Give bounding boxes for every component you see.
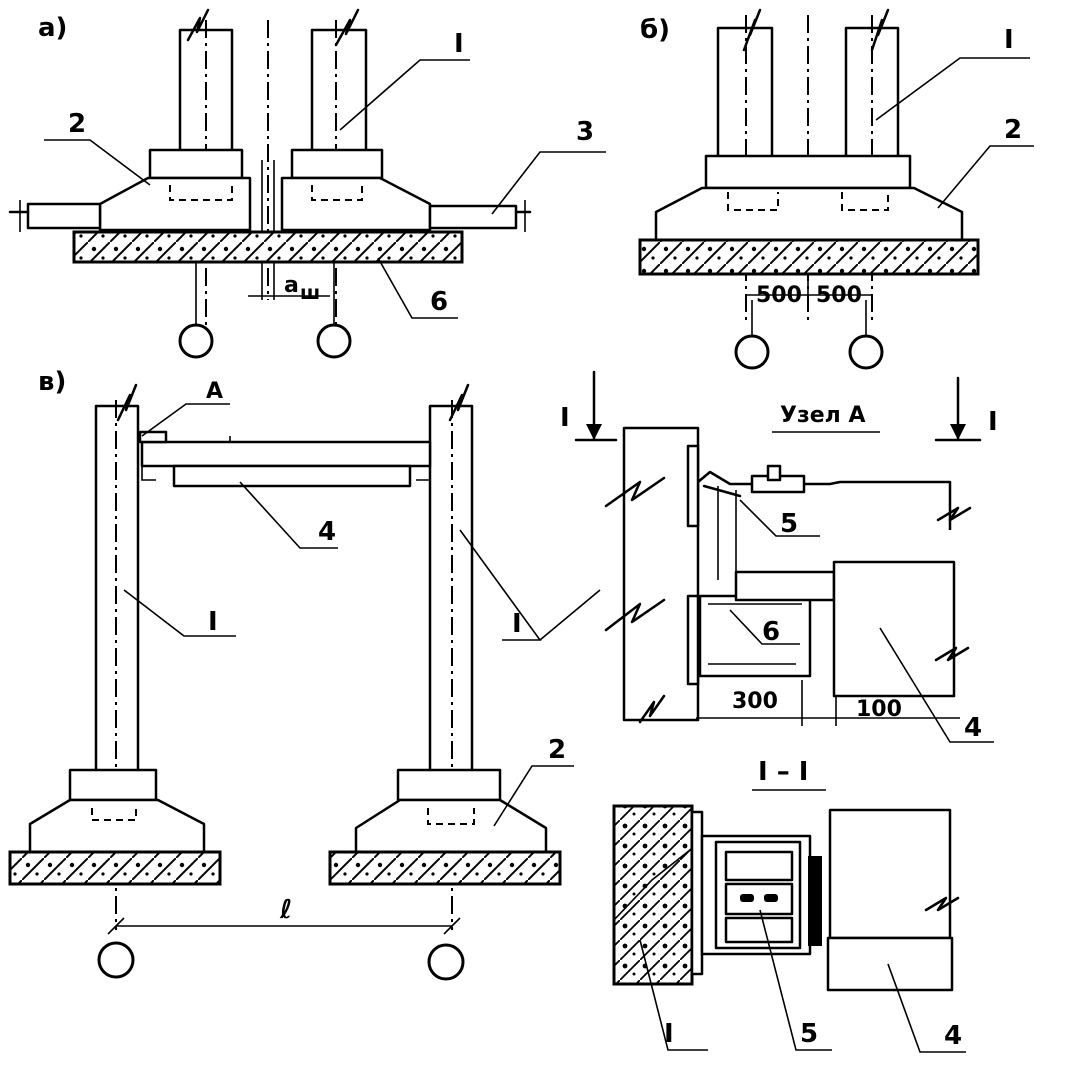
node-a-dim-100: 100 bbox=[856, 697, 902, 722]
panel-b-dim-right: 500 bbox=[816, 283, 862, 308]
section-column bbox=[612, 804, 694, 986]
panel-b-dim-left: 500 bbox=[756, 283, 802, 308]
panel-b: б) 500 500 I 2 bbox=[638, 8, 1034, 370]
panel-v-pos-2: 2 bbox=[548, 735, 566, 765]
panel-b-combined-footing bbox=[654, 186, 964, 242]
panel-a-pos-1: I bbox=[454, 29, 464, 59]
panel-v-node-label: A bbox=[206, 379, 223, 404]
panel-a-pos-6: 6 bbox=[430, 287, 448, 317]
panel-a-column-right bbox=[280, 8, 432, 335]
section-pos-1: I bbox=[664, 1019, 674, 1049]
section-pos-5: 5 bbox=[800, 1019, 818, 1049]
node-a-pos-5: 5 bbox=[780, 509, 798, 539]
panel-a-pos-3: 3 bbox=[576, 117, 594, 147]
node-a-section-mark-left: I bbox=[560, 403, 570, 433]
node-a-section-mark-right: I bbox=[988, 407, 998, 437]
panel-b-axis-bubble-right bbox=[848, 334, 884, 370]
panel-v-axis-bubble-right bbox=[427, 943, 465, 981]
panel-v-pos-1-right: I bbox=[512, 609, 522, 639]
panel-v-base-right bbox=[328, 850, 562, 886]
node-a-pos-4: 4 bbox=[964, 713, 982, 743]
panel-v: в) A 4 I I 2 bbox=[8, 367, 601, 981]
panel-v-axis-bubble-left bbox=[97, 941, 135, 979]
node-a-detail: Узел А I I bbox=[560, 370, 998, 743]
panel-a-pos-2: 2 bbox=[68, 109, 86, 139]
node-a-title: Узел А bbox=[780, 403, 865, 428]
section-title: I – I bbox=[758, 757, 808, 787]
panel-v-pos-1-left: I bbox=[208, 607, 218, 637]
section-i-i: I – I I 5 4 bbox=[612, 757, 966, 1053]
section-pos-4: 4 bbox=[944, 1021, 962, 1051]
panel-a-column-left bbox=[98, 8, 252, 335]
section-beam-block bbox=[828, 808, 952, 940]
panel-b-axis-bubble-left bbox=[734, 334, 770, 370]
panel-v-pos-4: 4 bbox=[318, 517, 336, 547]
panel-a-axis-bubble-right bbox=[316, 323, 352, 359]
panel-a-dim-sub: ш bbox=[300, 282, 320, 304]
panel-a-concrete-base bbox=[72, 230, 464, 264]
node-a-pos-6: 6 bbox=[762, 617, 780, 647]
panel-a-axis-bubble-left bbox=[178, 323, 214, 359]
panel-v-letter: в) bbox=[38, 367, 66, 397]
panel-v-beam bbox=[140, 440, 432, 468]
node-a-beam-block bbox=[832, 560, 956, 698]
panel-b-concrete-base bbox=[638, 238, 980, 276]
panel-v-base-left bbox=[8, 850, 222, 886]
panel-b-pos-2: 2 bbox=[1004, 115, 1022, 145]
node-a-dim-300: 300 bbox=[732, 689, 778, 714]
panel-a: а) a bbox=[8, 8, 606, 359]
panel-v-span: ℓ bbox=[279, 895, 292, 925]
panel-b-combined-cap bbox=[704, 154, 912, 190]
panel-a-dim-symbol: a bbox=[284, 273, 299, 298]
panel-b-letter: б) bbox=[640, 15, 670, 45]
panel-a-letter: а) bbox=[38, 13, 67, 43]
panel-b-pos-1: I bbox=[1004, 25, 1014, 55]
